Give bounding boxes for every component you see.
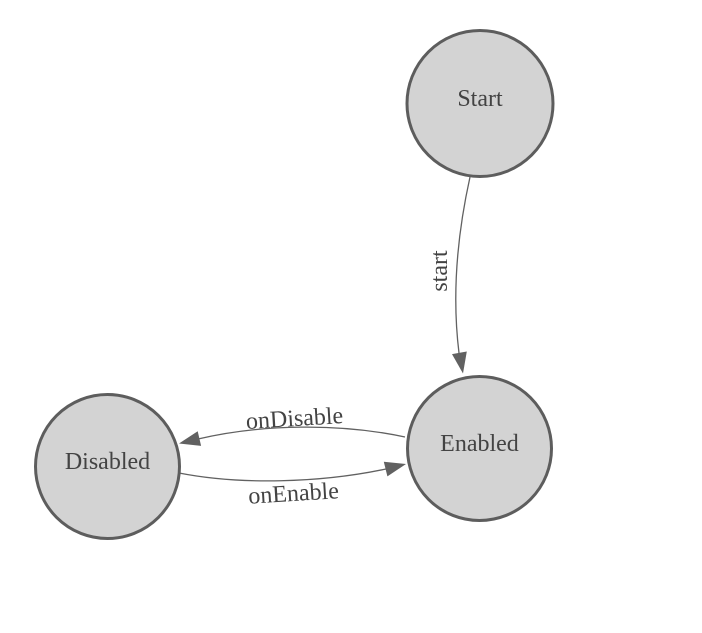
state-node-start: Start — [405, 29, 555, 178]
edge-disabled-to-enabled: onEnable — [178, 461, 406, 510]
edge-line-disabled-to-enabled — [178, 468, 387, 482]
state-node-start-label: Start — [457, 86, 503, 112]
state-node-disabled-label: Disabled — [65, 449, 150, 475]
edge-enabled-to-disabled: onDisable — [179, 403, 406, 446]
arrowhead-start-to-enabled — [452, 351, 467, 374]
state-node-enabled-label: Enabled — [440, 431, 519, 457]
edge-line-enabled-to-disabled — [197, 426, 406, 440]
arrowhead-enabled-to-disabled — [179, 431, 202, 446]
edge-label-start: start — [427, 250, 453, 292]
edge-start-to-enabled: start — [427, 176, 471, 374]
state-node-disabled-circle — [34, 393, 181, 540]
edge-label-ondisable: onDisable — [245, 403, 344, 435]
arrowhead-disabled-to-enabled — [383, 461, 406, 477]
edge-label-onenable: onEnable — [248, 478, 340, 509]
state-node-start-circle — [405, 29, 555, 178]
edge-line-start-to-enabled — [455, 176, 471, 354]
state-node-enabled: Enabled — [406, 375, 553, 522]
state-node-disabled: Disabled — [34, 393, 181, 540]
state-node-enabled-circle — [406, 375, 553, 522]
